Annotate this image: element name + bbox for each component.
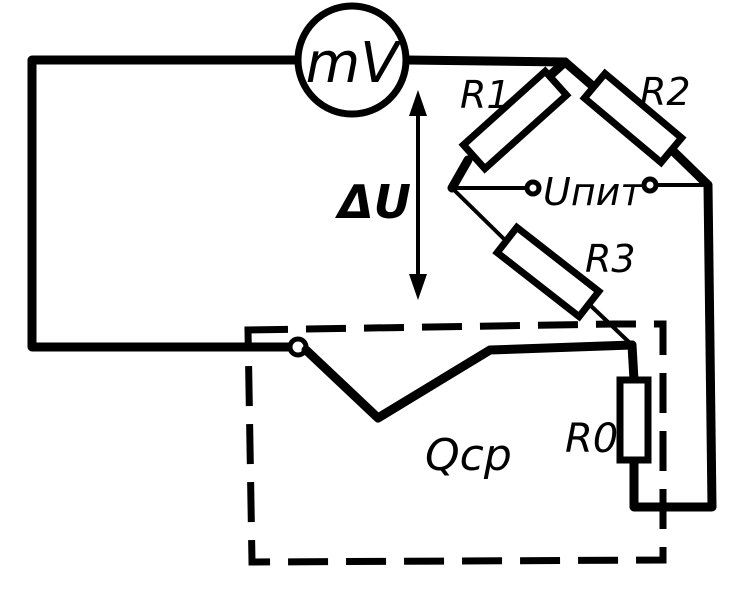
- voltmeter-left-wire: [27, 55, 303, 352]
- delta-u-label: ΔU: [334, 175, 411, 229]
- sensor-element-wire: [301, 340, 637, 423]
- voltmeter-right-wire: [402, 55, 570, 67]
- r2-label: R2: [640, 70, 691, 114]
- r3-label: R3: [585, 237, 636, 281]
- resistor-r1: [458, 66, 572, 174]
- resistor-r3: [492, 222, 604, 322]
- resistor-r3-body: [492, 222, 604, 322]
- r0-label: R0: [565, 416, 618, 462]
- r1-label: R1: [460, 73, 511, 117]
- supply-label: Uпит: [543, 170, 644, 214]
- resistor-r1-body: [458, 66, 572, 174]
- r2-leads: [560, 57, 713, 190]
- right-rail-wire: [629, 180, 717, 512]
- resistor-r2: [579, 68, 687, 168]
- voltmeter: mV: [294, 2, 410, 118]
- voltmeter-label: mV: [306, 31, 403, 96]
- resistor-r2-body: [579, 68, 687, 168]
- r0-top-lead: [627, 340, 639, 385]
- voltmeter-icon: [294, 2, 410, 118]
- medium-label: Qср: [425, 430, 512, 481]
- supply-terminal-left: [524, 179, 542, 197]
- resistor-r0-body: [616, 376, 652, 464]
- medium-enclosure: [244, 320, 667, 566]
- resistor-r0: [616, 376, 652, 464]
- delta-u-arrow: [409, 90, 427, 300]
